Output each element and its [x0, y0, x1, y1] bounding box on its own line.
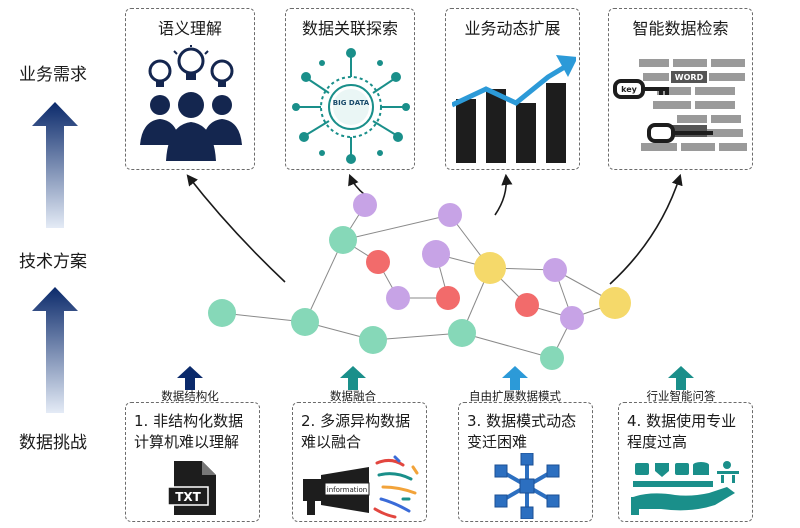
- challenge-caption: 行业智能问答: [646, 389, 716, 403]
- big-data-network-icon: BIG DATA: [292, 48, 410, 164]
- graph-node: [208, 299, 236, 327]
- up-arrow-schema: [502, 366, 528, 390]
- challenge-card-expertise: 4. 数据使用专业程度过高: [618, 402, 753, 522]
- graph-node: [540, 346, 564, 370]
- graph-node: [291, 308, 319, 336]
- flow-arrow-retrieval: [609, 173, 683, 285]
- need-card-retrieval: 智能数据检索 WORD key: [608, 8, 753, 170]
- challenge-text: 1. 非结构化数据计算机难以理解: [134, 412, 244, 451]
- up-arrow-lower: [32, 287, 78, 413]
- information-label: information: [327, 486, 367, 494]
- graph-node: [474, 252, 506, 284]
- challenge-card-schema: 3. 数据模式动态变迁困难: [458, 402, 593, 522]
- people-lightbulb-icon: [140, 45, 242, 161]
- txt-file-icon: TXT: [168, 461, 216, 515]
- graph-node: [560, 306, 584, 330]
- graph-node: [599, 287, 631, 319]
- graph-node: [353, 193, 377, 217]
- challenge-caption: 数据融合: [330, 389, 376, 403]
- graph-node: [359, 326, 387, 354]
- challenge-text: 3. 数据模式动态变迁困难: [467, 412, 577, 451]
- need-card-expansion: 业务动态扩展: [445, 8, 580, 170]
- row-label-tech-solution: 技术方案: [19, 252, 87, 272]
- key-label: key: [621, 85, 638, 94]
- challenge-caption: 自由扩展数据模式: [469, 389, 561, 403]
- megaphone-information-icon: information: [303, 455, 419, 519]
- key-word-search-icon: WORD key: [613, 59, 747, 151]
- need-title: 业务动态扩展: [464, 19, 561, 38]
- need-title: 语义理解: [157, 19, 222, 38]
- graph-nodes: [208, 193, 631, 370]
- challenge-text: 2. 多源异构数据难以融合: [301, 412, 411, 451]
- graph-node: [543, 258, 567, 282]
- row-label-business-needs: 业务需求: [19, 65, 87, 85]
- graph-node: [436, 286, 460, 310]
- graph-node: [329, 226, 357, 254]
- up-arrow-structuring: [177, 366, 203, 390]
- graph-node: [515, 293, 539, 317]
- need-card-semantic: 语义理解: [125, 8, 255, 170]
- need-title: 数据关联探索: [301, 19, 398, 38]
- flow-arrow-association: [348, 173, 366, 196]
- cube-network-icon: [494, 453, 560, 519]
- graph-node: [438, 203, 462, 227]
- graph-node: [448, 319, 476, 347]
- flow-arrow-semantic: [186, 174, 286, 283]
- growth-bar-chart-icon: [452, 55, 576, 163]
- challenge-card-heterogeneous: 2. 多源异构数据难以融合 information: [292, 402, 427, 522]
- server-hand-icon: [631, 461, 739, 515]
- need-title: 智能数据检索: [632, 19, 729, 38]
- challenge-caption: 数据结构化: [161, 389, 219, 403]
- flow-arrow-expansion: [494, 173, 513, 216]
- challenge-card-unstructured: 1. 非结构化数据计算机难以理解 TXT: [125, 402, 260, 522]
- word-label: WORD: [675, 73, 704, 82]
- graph-node: [422, 240, 450, 268]
- up-arrow-fusion: [340, 366, 366, 390]
- graph-node: [366, 250, 390, 274]
- graph-node: [386, 286, 410, 310]
- up-arrow-qa: [668, 366, 694, 390]
- big-data-label: BIG DATA: [333, 99, 370, 107]
- need-card-association: 数据关联探索 BIG DATA: [285, 8, 415, 170]
- row-label-data-challenges: 数据挑战: [19, 433, 87, 453]
- challenge-text: 4. 数据使用专业程度过高: [627, 412, 737, 451]
- txt-label: TXT: [175, 490, 201, 504]
- up-arrow-upper: [32, 102, 78, 228]
